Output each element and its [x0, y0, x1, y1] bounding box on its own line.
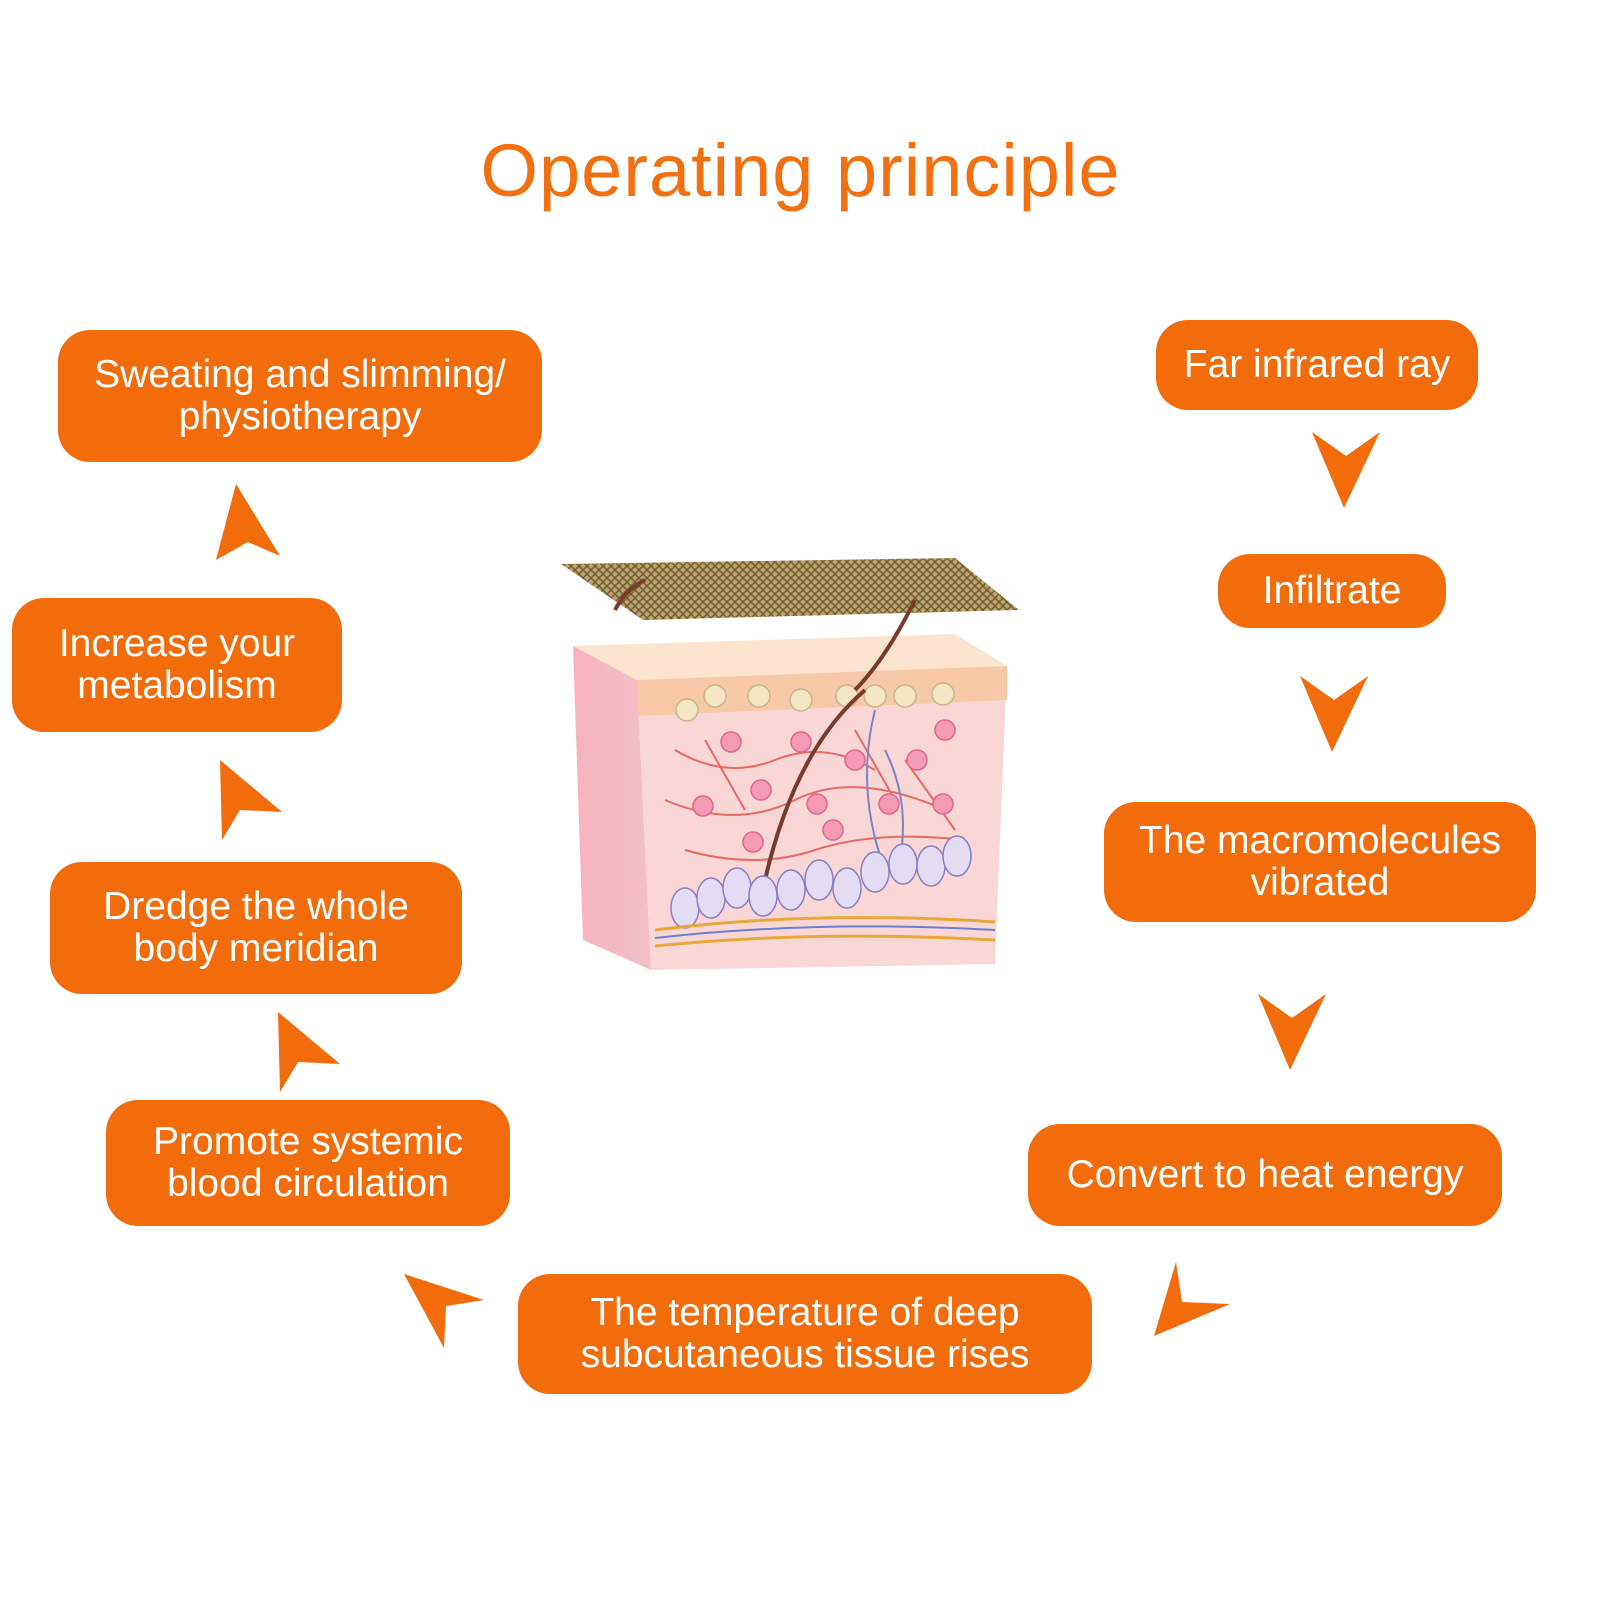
step-temperature-rises: The temperature of deep subcutaneous tis…	[518, 1274, 1092, 1394]
step-infiltrate: Infiltrate	[1218, 554, 1446, 628]
step-convert-heat-energy: Convert to heat energy	[1028, 1124, 1502, 1226]
step-macromolecules-vibrated: The macromolecules vibrated	[1104, 802, 1536, 922]
step-blood-circulation: Promote systemic blood circulation	[106, 1100, 510, 1226]
arrow-up-icon	[276, 1012, 356, 1092]
arrow-up-icon	[218, 760, 298, 840]
arrow-down-icon	[1306, 428, 1386, 508]
arrow-up-icon	[214, 484, 294, 564]
arrow-left-down-icon	[1152, 1262, 1232, 1342]
arrow-left-up-icon	[404, 1270, 484, 1350]
step-dredge-meridian: Dredge the whole body meridian	[50, 862, 462, 994]
step-far-infrared-ray: Far infrared ray	[1156, 320, 1478, 410]
arrow-down-icon	[1252, 990, 1332, 1070]
arrow-down-icon	[1294, 672, 1374, 752]
page-title: Operating principle	[480, 129, 1121, 212]
step-increase-metabolism: Increase your metabolism	[12, 598, 342, 732]
skin-cross-section-icon	[555, 550, 1035, 1010]
step-sweating-slimming: Sweating and slimming/ physiotherapy	[58, 330, 542, 462]
infrared-pad-icon	[561, 558, 1019, 620]
